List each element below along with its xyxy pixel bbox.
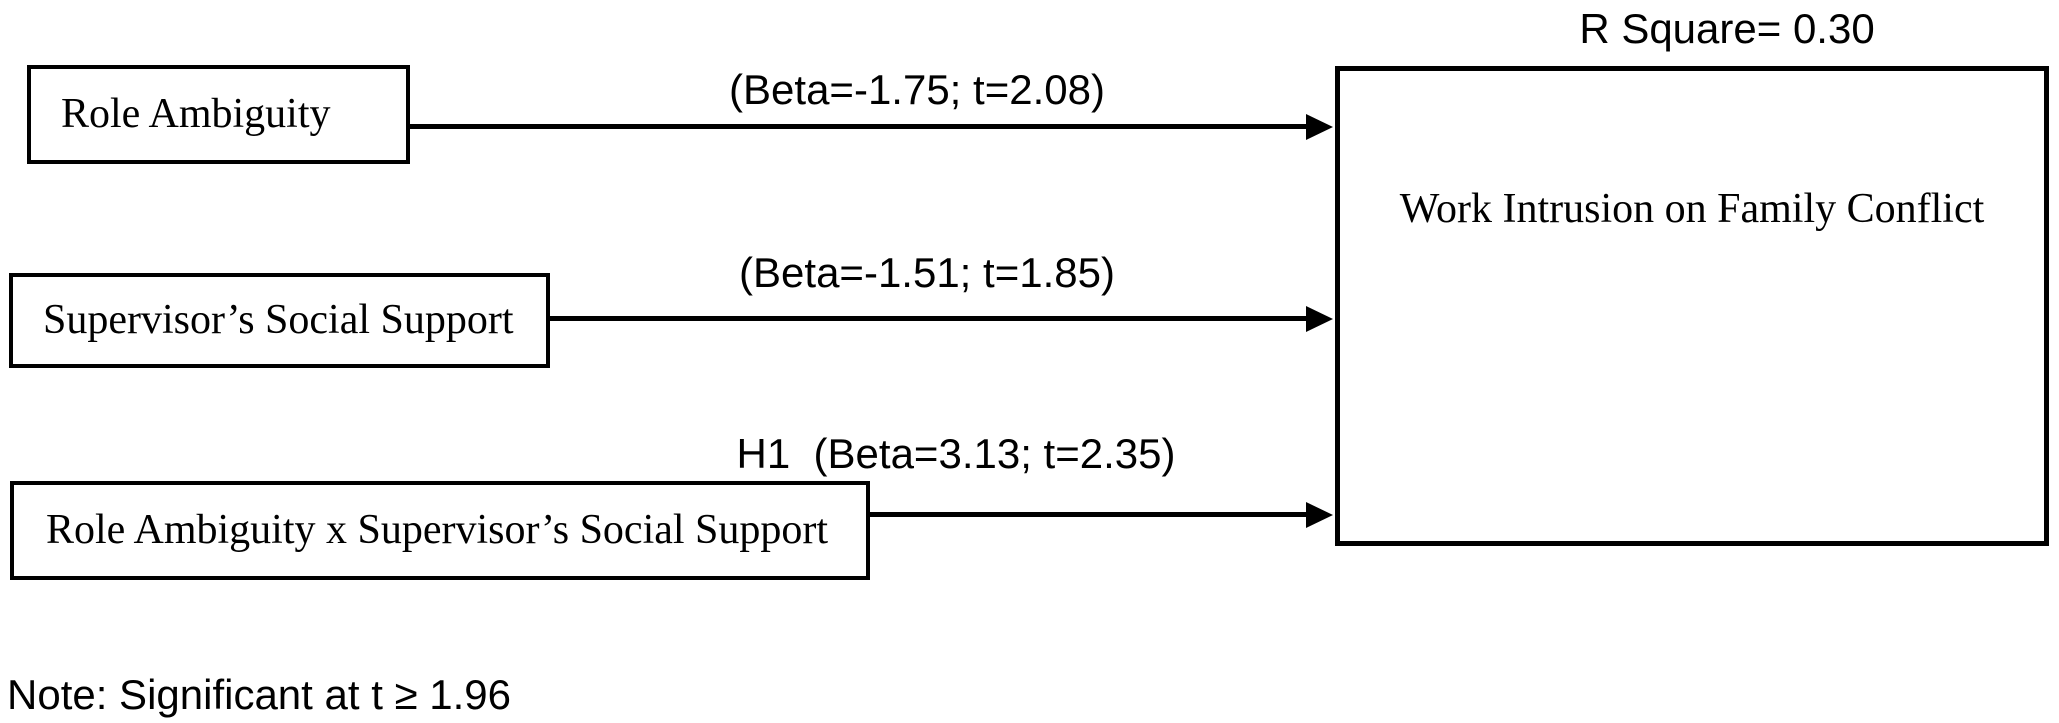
- path-label-interaction-h1: H1 (Beta=3.13; t=2.35): [736, 430, 1176, 477]
- arrow-line-supervisor-support: [550, 316, 1307, 321]
- path-label-supervisor-support: (Beta=-1.51; t=1.85): [739, 249, 1115, 296]
- arrow-line-interaction: [870, 512, 1307, 517]
- node-outcome: Work Intrusion on Family Conflict: [1335, 66, 2049, 546]
- r-square-label: R Square= 0.30: [1579, 5, 1875, 52]
- node-interaction-term: Role Ambiguity x Supervisor’s Social Sup…: [10, 481, 870, 580]
- node-outcome-label: Work Intrusion on Family Conflict: [1399, 186, 1985, 232]
- arrowhead-icon: [1306, 502, 1333, 528]
- node-supervisor-support: Supervisor’s Social Support: [9, 273, 550, 368]
- node-role-ambiguity: Role Ambiguity: [27, 65, 410, 164]
- arrowhead-icon: [1306, 114, 1333, 140]
- arrowhead-icon: [1306, 306, 1333, 332]
- node-supervisor-support-label: Supervisor’s Social Support: [43, 297, 514, 344]
- path-label-role-ambiguity: (Beta=-1.75; t=2.08): [729, 66, 1105, 113]
- node-role-ambiguity-label: Role Ambiguity: [61, 91, 331, 138]
- node-interaction-term-label: Role Ambiguity x Supervisor’s Social Sup…: [46, 507, 829, 554]
- arrow-line-role-ambiguity: [410, 124, 1307, 129]
- significance-note: Note: Significant at t ≥ 1.96: [7, 671, 511, 718]
